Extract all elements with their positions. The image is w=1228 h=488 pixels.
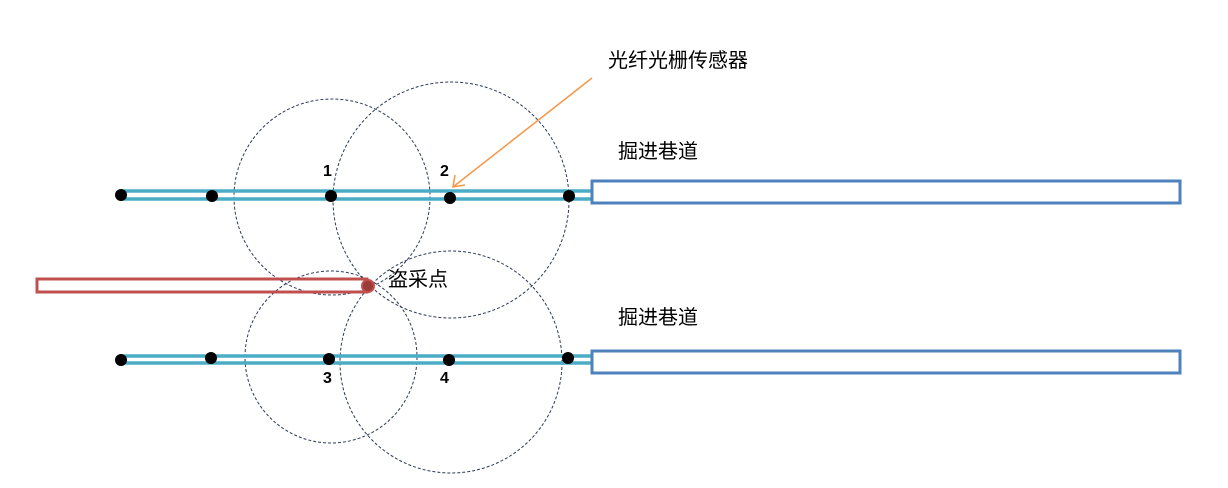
sensor-node — [205, 352, 217, 364]
sensor-node-1 — [325, 190, 337, 202]
range-circle-1 — [233, 98, 431, 296]
tunnel-bottom-label: 掘进巷道 — [618, 305, 698, 329]
node-label-2: 2 — [440, 163, 449, 180]
theft-point-marker — [361, 279, 375, 293]
node-label-1: 1 — [323, 163, 332, 180]
theft-point-label: 盗采点 — [388, 267, 448, 291]
tunnel-top-label: 掘进巷道 — [618, 139, 698, 163]
sensor-label: 光纤光栅传感器 — [608, 48, 748, 72]
tunnel-bottom — [590, 349, 1182, 375]
node-label-4: 4 — [440, 370, 449, 387]
sensor-node-2 — [444, 192, 456, 204]
theft-drift — [35, 277, 369, 294]
tunnel-top — [590, 179, 1182, 205]
sensor-node — [115, 189, 127, 201]
sensor-node-4 — [443, 354, 455, 366]
sensor-node — [206, 190, 218, 202]
sensor-node — [562, 352, 574, 364]
sensor-node-3 — [323, 353, 335, 365]
sensor-node — [563, 190, 575, 202]
sensor-arrow — [452, 77, 593, 188]
sensor-arrowhead — [452, 174, 466, 188]
sensor-node — [115, 354, 127, 366]
node-label-3: 3 — [323, 370, 332, 387]
